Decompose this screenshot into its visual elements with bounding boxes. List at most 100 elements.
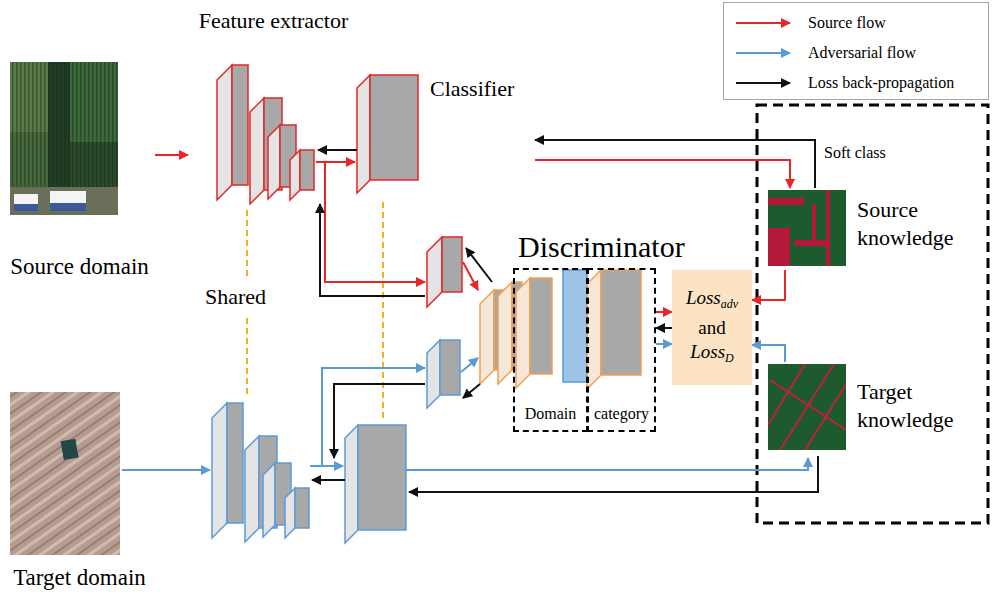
building-shadow — [14, 204, 38, 211]
text-line: and — [698, 316, 725, 340]
image-ground — [10, 392, 120, 555]
loss-box: LossadvandLossD — [672, 270, 752, 385]
flow-arrow — [535, 140, 815, 188]
source-knowledge-map — [768, 190, 846, 266]
block-face — [227, 403, 243, 523]
block-face — [440, 340, 460, 395]
group-heading: Discriminator — [518, 230, 685, 264]
flow-arrow — [320, 204, 425, 296]
box-label: category — [589, 404, 654, 424]
flow-arrow — [752, 270, 785, 300]
block-face — [300, 150, 314, 190]
flow-arrow — [656, 327, 672, 329]
feature-extractor: Feature extractor — [188, 4, 359, 204]
flow-arrow — [318, 149, 357, 151]
ground — [10, 187, 118, 215]
block-side — [250, 98, 264, 204]
image-panel: Source domain — [4, 60, 155, 284]
block-side — [212, 403, 227, 538]
image-ground — [10, 62, 118, 215]
map-line — [780, 364, 834, 450]
formula-text: Loss — [690, 341, 725, 362]
field-texture — [10, 62, 118, 187]
legend-sample — [734, 17, 794, 29]
block-side — [345, 425, 358, 543]
source-domain-image — [10, 62, 118, 215]
flow-arrow — [316, 161, 355, 163]
formula-text: Loss — [686, 287, 721, 308]
subscript-text: D — [725, 351, 734, 365]
box-label: Domain — [515, 404, 586, 424]
edge-label: Soft class — [822, 143, 888, 163]
map-patch — [795, 240, 827, 246]
legend-text: Source flow — [808, 14, 886, 32]
target-knowledge-map — [768, 364, 850, 450]
source-feature-extractor — [217, 65, 462, 307]
map-ground — [768, 364, 846, 450]
subscript-text: adv — [721, 297, 738, 311]
knowledge-panel: Source knowledge — [765, 188, 985, 270]
map-line — [805, 378, 846, 450]
map-ground — [768, 190, 846, 266]
block-face — [370, 75, 418, 180]
legend-box: Source flowAdversarial flowLoss back-pro… — [723, 2, 989, 100]
legend-sample — [734, 47, 794, 59]
block-face — [295, 488, 309, 528]
flow-arrow — [325, 162, 425, 282]
map-line — [768, 364, 805, 425]
flow-arrow — [322, 368, 425, 466]
panel-heading: Target knowledge — [857, 378, 982, 434]
block-heading: Feature extractor — [188, 8, 359, 34]
block-heading: Classifier — [430, 76, 514, 102]
block-face — [442, 237, 462, 292]
legend-arrow — [736, 52, 790, 54]
block-slab — [563, 270, 587, 382]
block-face — [601, 270, 641, 375]
legend-arrow — [736, 22, 790, 24]
block-side — [290, 150, 300, 200]
image-caption: Target domain — [4, 564, 155, 592]
building — [14, 194, 38, 204]
map-patch — [812, 204, 816, 246]
flow-arrow — [466, 248, 492, 282]
panel-heading: Source knowledge — [857, 196, 982, 252]
map-line — [770, 380, 846, 430]
legend-row: Loss back-propagation — [734, 71, 954, 95]
target-feature-extractor — [212, 340, 460, 543]
flow-arrow — [122, 469, 210, 471]
flow-arrow — [155, 154, 188, 156]
flow-arrow — [535, 160, 790, 188]
image-caption: Source domain — [4, 253, 155, 281]
block-side — [268, 125, 280, 199]
target-domain-image — [10, 392, 120, 555]
block-side — [427, 340, 440, 408]
legend-row: Adversarial flow — [734, 41, 916, 65]
flow-arrow — [463, 262, 478, 290]
flow-arrow — [463, 384, 480, 398]
legend-sample — [734, 77, 794, 89]
edge-label-holder: Soft class — [822, 143, 888, 163]
block-side — [263, 463, 275, 537]
legend-text: Loss back-propagation — [808, 74, 954, 92]
flow-arrow — [461, 358, 478, 372]
domain-box: Domain — [513, 268, 588, 432]
dark-patch — [61, 439, 79, 460]
block-face — [358, 425, 406, 530]
category-box: category — [587, 268, 656, 432]
flow-arrow — [409, 456, 818, 492]
block-side — [245, 436, 259, 542]
block-side — [516, 278, 530, 388]
flow-arrow — [310, 465, 343, 467]
flow-arrow — [334, 384, 425, 458]
flow-arrow — [752, 345, 785, 362]
flow-arrow — [312, 479, 345, 481]
block-side — [427, 237, 442, 307]
block-side — [357, 75, 370, 193]
map-patch — [768, 198, 804, 205]
block-side — [285, 488, 295, 538]
legend-text: Adversarial flow — [808, 44, 916, 62]
flow-arrow — [406, 458, 808, 470]
formula-text: and — [698, 317, 725, 338]
map-patch — [768, 228, 790, 266]
